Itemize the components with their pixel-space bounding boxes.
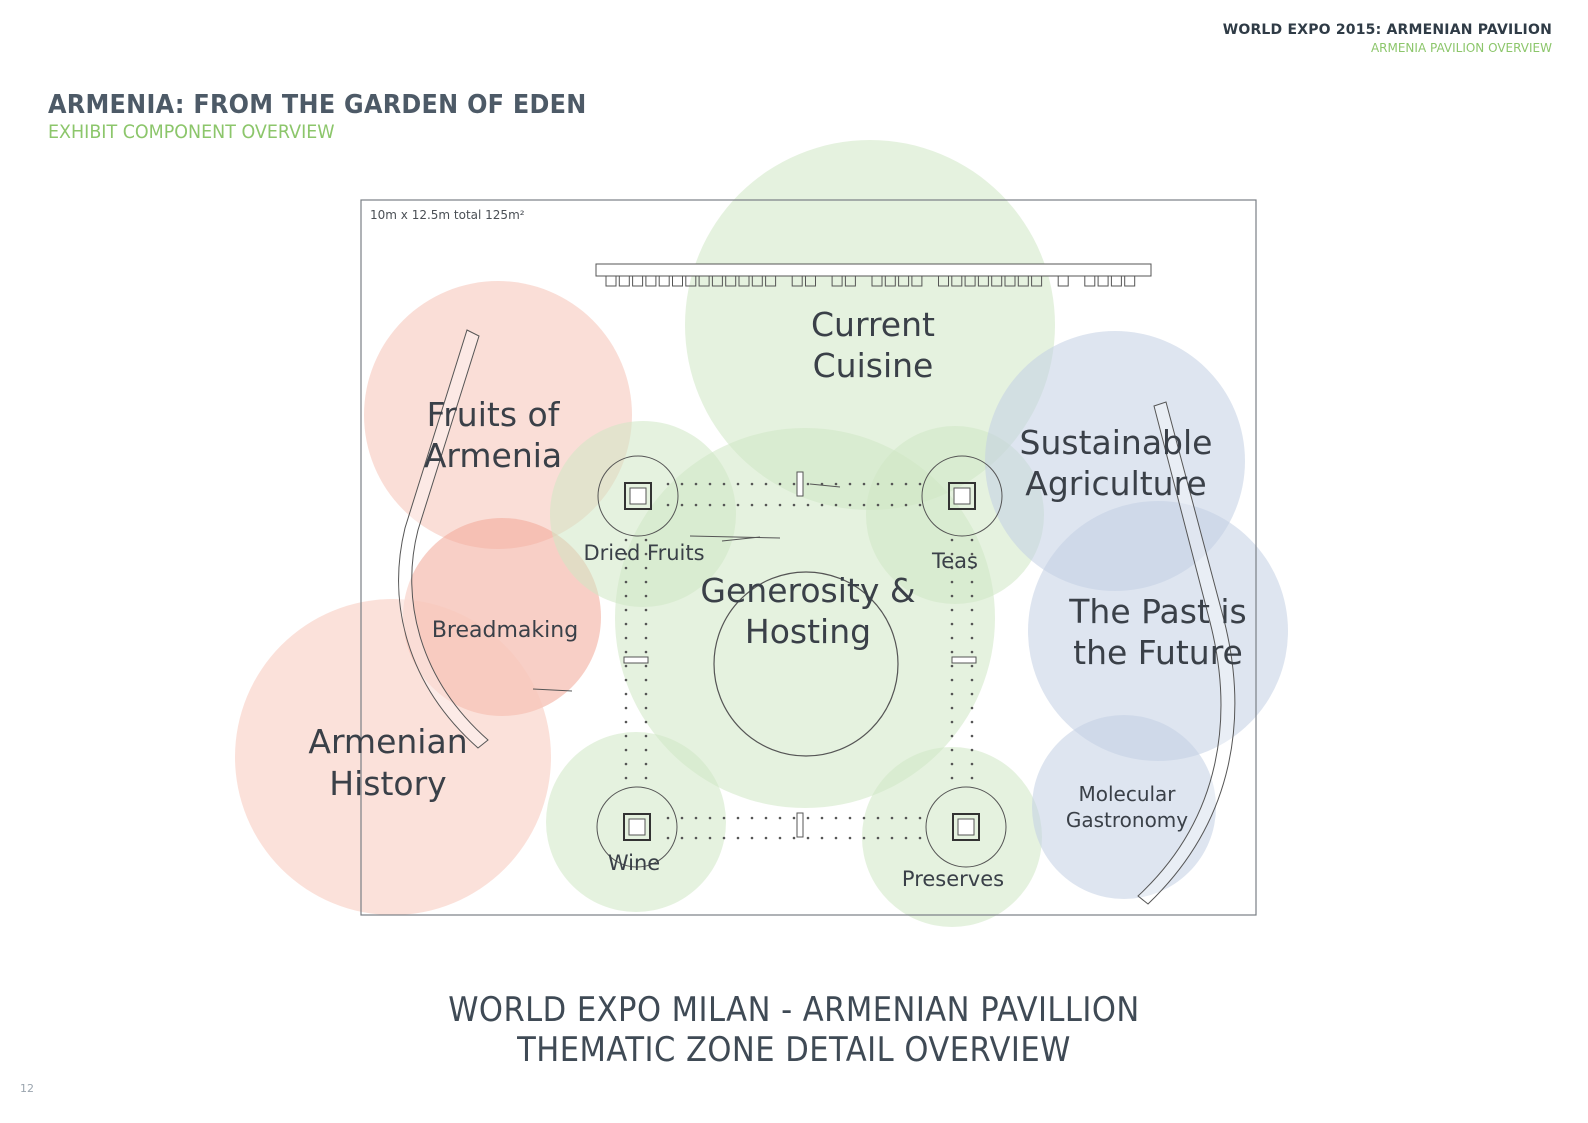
diagram-caption: WORLD EXPO MILAN - ARMENIAN PAVILLION TH… [0,990,1588,1070]
curved-wall-right [1137,401,1236,905]
zone-circle-dried-fruits [550,421,736,607]
document-header: WORLD EXPO 2015: ARMENIAN PAVILION ARMEN… [1223,22,1552,55]
zone-label-molecular-gastronomy: Gastronomy [1066,808,1188,832]
zone-label-past-is-future: The Past is [1068,592,1247,631]
pavilion-boundary [360,199,1257,916]
zone-label-past-is-future: the Future [1073,633,1243,672]
zone-label-sustainable-agriculture: Sustainable [1020,423,1213,462]
zone-circle-current-cuisine [685,140,1055,510]
zone-circle-past-is-future [1028,501,1288,761]
zone-label-fruits-of-armenia: Fruits of [427,395,561,434]
zone-label-sustainable-agriculture: Agriculture [1025,464,1206,503]
zone-label-dried-fruits: Dried Fruits [583,541,704,565]
zone-label-molecular-gastronomy: Molecular [1078,782,1176,806]
caption-line-1: WORLD EXPO MILAN - ARMENIAN PAVILLION [448,990,1140,1030]
zone-label-armenian-history: History [329,764,446,803]
zone-label-wine: Wine [608,851,660,875]
zone-circle-molecular-gastronomy [1032,715,1216,899]
page-title: ARMENIA: FROM THE GARDEN OF EDEN [48,90,587,120]
zone-label-current-cuisine: Current [811,305,935,344]
document-title: WORLD EXPO 2015: ARMENIAN PAVILION [1222,22,1552,38]
zone-circle-armenian-history [235,599,551,915]
zone-label-teas: Teas [931,549,978,573]
corner-kiosks [596,455,1007,868]
zone-label-breadmaking: Breadmaking [432,618,578,643]
page-number: 12 [20,1082,34,1095]
zone-label-preserves: Preserves [902,867,1004,891]
page-heading: ARMENIA: FROM THE GARDEN OF EDEN EXHIBIT… [48,90,633,143]
central-round-table [713,571,899,757]
document-subtitle: ARMENIA PAVILION OVERVIEW [1370,41,1552,55]
dotted-pergola-grid [624,482,974,840]
page-subtitle: EXHIBIT COMPONENT OVERVIEW [48,121,335,143]
zone-label-fruits-of-armenia: Armenia [424,436,562,475]
zone-label-armenian-history: Armenian [308,722,467,761]
area-note: 10m x 12.5m total 125m² [370,208,525,222]
zone-label-current-cuisine: Cuisine [813,346,934,385]
zone-label-generosity-hosting: Generosity & [700,571,915,610]
sketch-lines [532,483,841,692]
side-fixtures [623,471,977,838]
curved-wall-left [398,329,489,749]
caption-line-2: THEMATIC ZONE DETAIL OVERVIEW [517,1030,1071,1070]
top-counter [595,263,1152,287]
zone-label-generosity-hosting: Hosting [745,612,871,651]
zone-circles [235,140,1288,927]
